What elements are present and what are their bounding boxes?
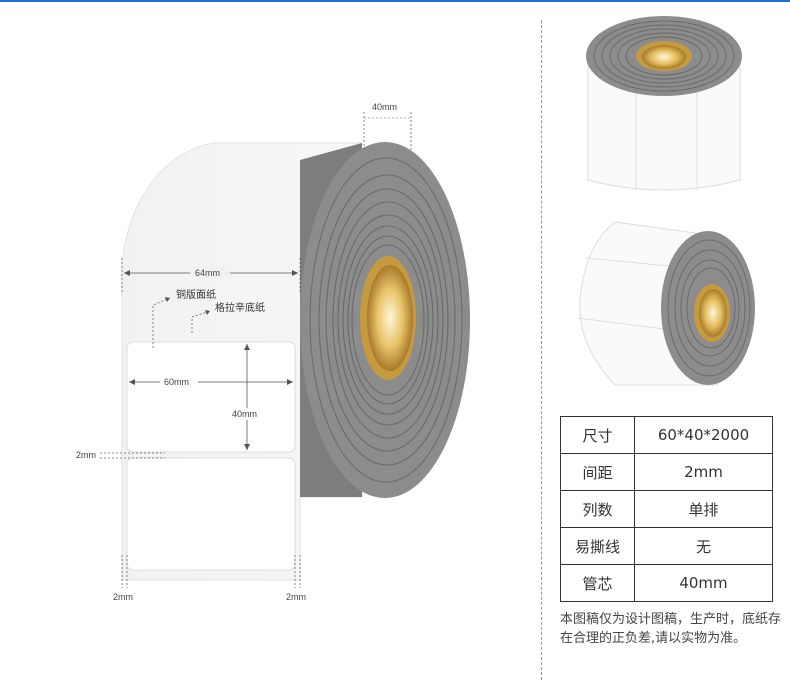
top-width-label: 40mm [372,102,397,112]
spec-key: 尺寸 [560,416,635,454]
label-2 [126,457,296,571]
table-row: 间距 2mm [560,453,773,491]
table-row: 列数 单排 [560,490,773,528]
spec-value: 60*40*2000 [634,416,773,454]
disclaimer-note: 本图稿仅为设计图稿，生产时，底纸存在合理的正负差,请以实物为准。 [560,612,782,646]
roll-width-label: 64mm [195,268,220,278]
spec-key: 间距 [560,453,635,491]
face-material-label: 铜版面纸 [176,288,216,301]
spec-table: 尺寸 60*40*2000 间距 2mm 列数 单排 易撕线 无 管芯 40mm [560,416,773,602]
table-row: 易撕线 无 [560,527,773,565]
roll-top-view [586,16,742,191]
spec-key: 管芯 [560,564,635,602]
spec-value: 无 [634,527,773,565]
liner-material-label: 格拉辛底纸 [215,301,265,314]
spec-key: 易撕线 [560,527,635,565]
spec-value: 40mm [634,564,773,602]
label-1 [126,341,296,453]
spec-key: 列数 [560,490,635,528]
label-height-label: 40mm [232,409,257,419]
spec-value: 单排 [634,490,773,528]
roll-side-view [577,221,755,386]
table-row: 尺寸 60*40*2000 [560,416,773,454]
margin-left-label: 2mm [113,592,133,602]
main-roll-diagram: 40mm 64mm 铜版面纸 格拉辛底纸 60mm 40mm 2mm 2mm 2… [76,102,470,602]
spec-value: 2mm [634,453,773,491]
table-row: 管芯 40mm [560,564,773,602]
margin-right-label: 2mm [286,592,306,602]
label-width-label: 60mm [164,377,189,387]
gap-label: 2mm [76,450,96,460]
section-divider [541,20,542,680]
top-accent-line [0,0,790,2]
core-tube-inner [367,265,413,371]
